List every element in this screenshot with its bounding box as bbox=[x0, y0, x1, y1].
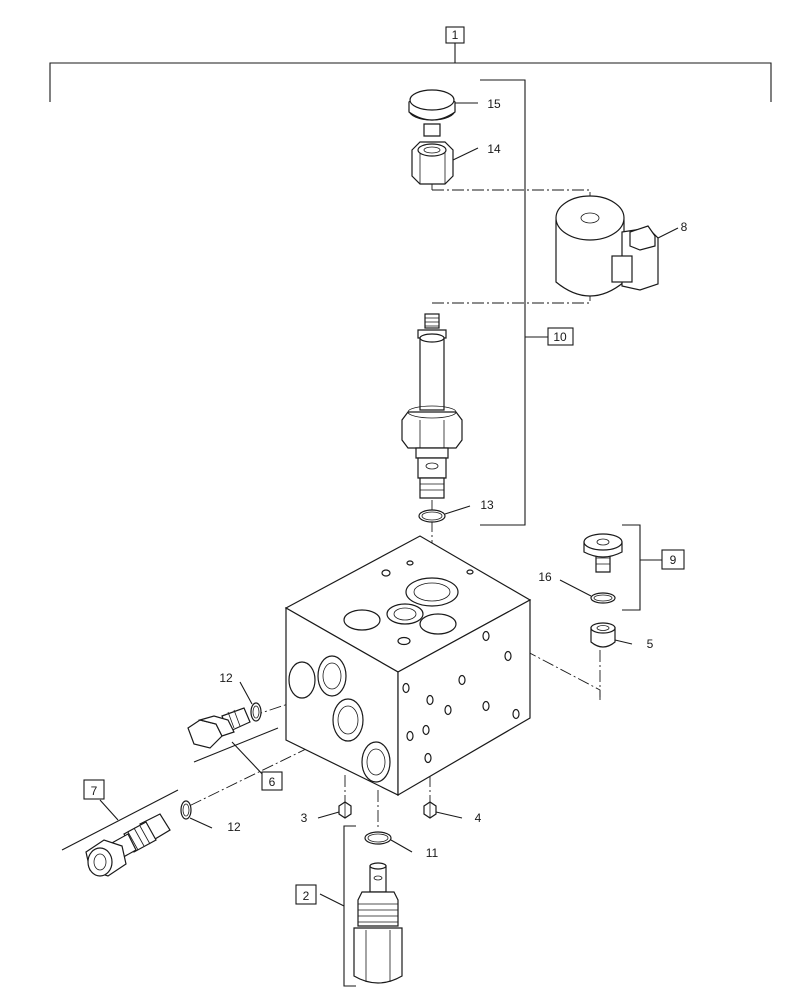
assembly-bracket-1: 1 bbox=[49, 26, 772, 102]
o-ring-11: 11 bbox=[364, 831, 439, 860]
nut-3: 3 bbox=[301, 801, 352, 825]
hex-nut-14: 14 bbox=[411, 141, 501, 185]
callout-6: 6 bbox=[269, 775, 276, 789]
nut-4: 4 bbox=[423, 801, 482, 825]
callout-1: 1 bbox=[452, 28, 459, 42]
callout-16: 16 bbox=[538, 570, 552, 584]
callout-13: 13 bbox=[480, 498, 494, 512]
callout-14: 14 bbox=[487, 142, 501, 156]
o-ring-16: 16 bbox=[538, 570, 616, 604]
callout-12-lower: 12 bbox=[227, 820, 241, 834]
callout-5: 5 bbox=[647, 637, 654, 651]
cap-knob-15: 15 bbox=[408, 89, 501, 137]
manifold-block bbox=[284, 535, 532, 797]
o-ring-12-upper: 12 bbox=[219, 671, 262, 722]
callout-10: 10 bbox=[553, 330, 567, 344]
o-ring-13: 13 bbox=[418, 498, 494, 523]
assembly-bracket-10: 10 bbox=[480, 79, 574, 526]
assembly-bracket-2: 2 bbox=[295, 825, 356, 987]
callout-3: 3 bbox=[301, 811, 308, 825]
callout-9: 9 bbox=[670, 553, 677, 567]
assembly-bracket-9: 9 bbox=[622, 524, 685, 611]
plug-9 bbox=[583, 533, 623, 573]
callout-4: 4 bbox=[475, 811, 482, 825]
cartridge-valve-2 bbox=[353, 862, 403, 984]
o-ring-12-lower: 12 bbox=[180, 800, 241, 834]
plug-6: 6 bbox=[187, 707, 283, 791]
cartridge-valve-10 bbox=[401, 313, 463, 499]
callout-7: 7 bbox=[91, 784, 98, 798]
callout-8: 8 bbox=[681, 220, 688, 234]
callout-12-upper: 12 bbox=[219, 671, 233, 685]
callout-15: 15 bbox=[487, 97, 501, 111]
relief-valve-7: 7 bbox=[61, 779, 179, 877]
callout-11: 11 bbox=[426, 846, 439, 860]
sleeve-5: 5 bbox=[590, 622, 654, 651]
callout-2: 2 bbox=[303, 889, 310, 903]
solenoid-coil-8: 8 bbox=[555, 195, 688, 297]
